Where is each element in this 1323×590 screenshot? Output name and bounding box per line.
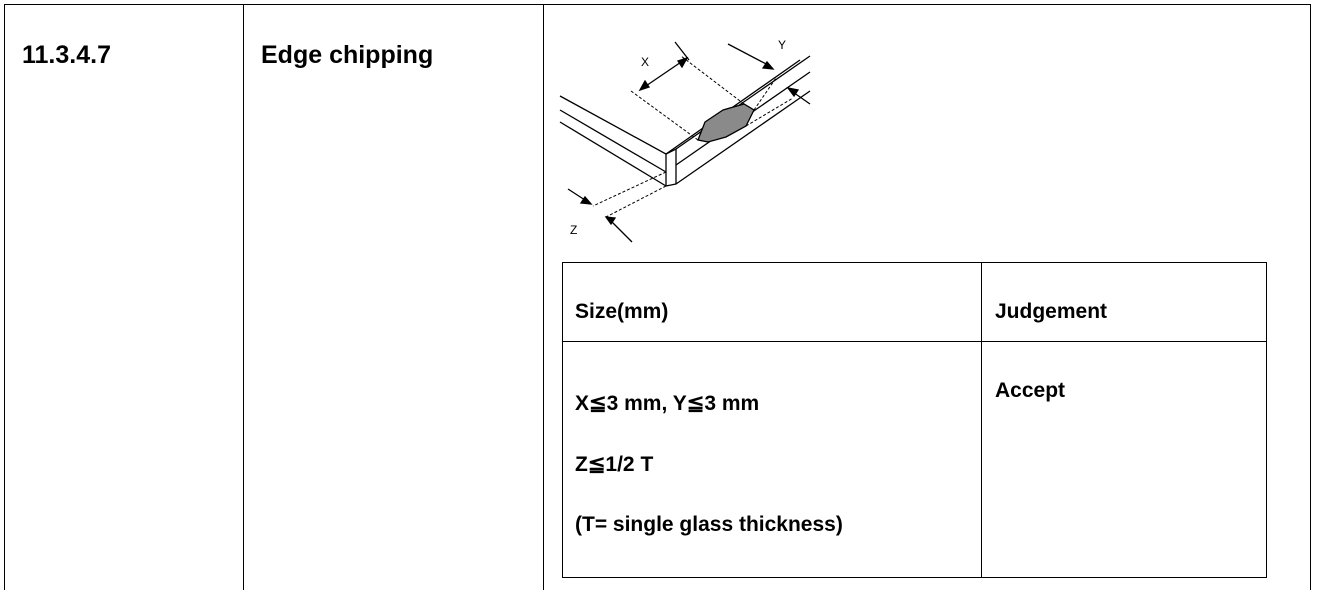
header-judgement: Judgement — [995, 300, 1108, 323]
figure-label-z: Z — [570, 223, 577, 237]
outer-right-border — [1310, 4, 1311, 590]
figure-label-y: Y — [778, 38, 786, 52]
outer-top-border — [4, 4, 1311, 5]
size-line-1: X≦3 mm, Y≦3 mm — [575, 392, 760, 415]
column-divider-2 — [543, 4, 544, 590]
criteria-table: Size(mm) Judgement X≦3 mm, Y≦3 mm Z≦1/2 … — [562, 262, 1267, 578]
column-divider-1 — [243, 4, 244, 590]
criteria-header-divider — [563, 341, 1266, 342]
judgement-value: Accept — [995, 379, 1066, 402]
section-number: 11.3.4.7 — [22, 41, 111, 69]
outer-left-border — [4, 4, 5, 590]
figure-label-x: X — [641, 55, 649, 69]
size-line-3: (T= single glass thickness) — [575, 513, 843, 536]
size-line-2: Z≦1/2 T — [575, 453, 654, 476]
header-size: Size(mm) — [575, 300, 669, 323]
edge-chipping-diagram: X Y Z — [559, 38, 811, 243]
section-title: Edge chipping — [261, 41, 434, 69]
criteria-table-divider — [981, 263, 982, 577]
